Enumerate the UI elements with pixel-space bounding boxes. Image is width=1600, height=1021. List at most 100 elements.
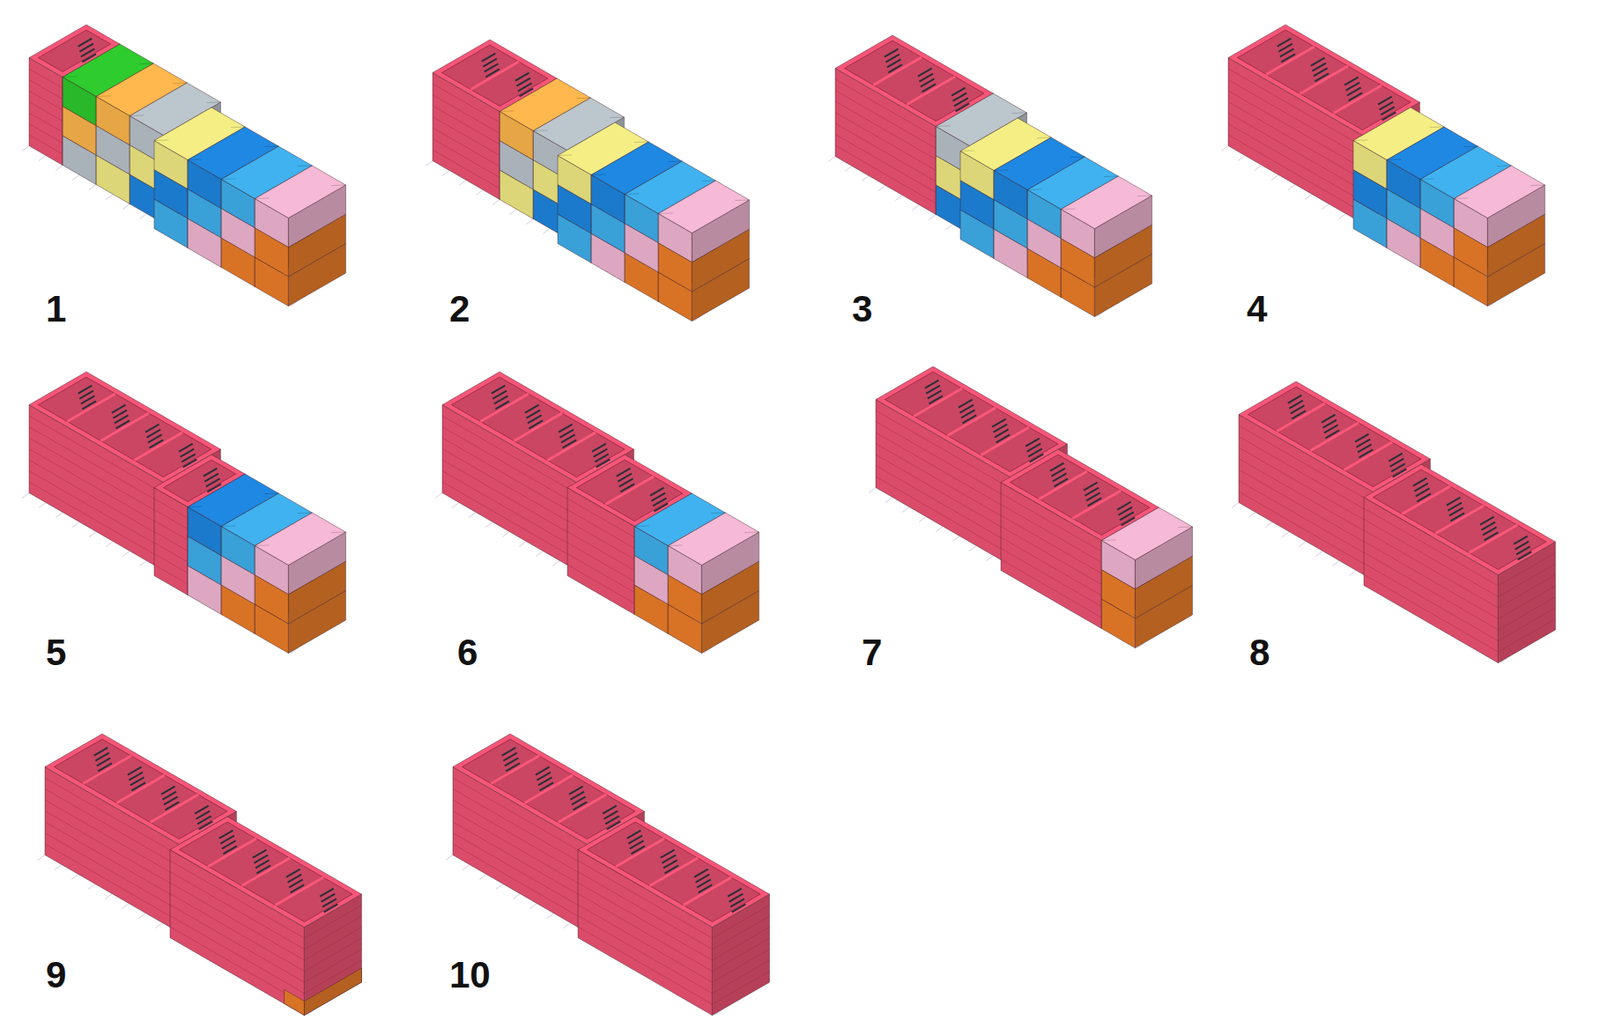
edge-line — [29, 112, 63, 133]
edge-line — [432, 117, 500, 156]
edge-line — [576, 97, 591, 100]
edge-line — [475, 190, 483, 196]
edge-line — [1221, 146, 1229, 152]
edge-line — [154, 532, 188, 552]
edge-line — [711, 971, 770, 1006]
edge-line — [1000, 526, 1102, 586]
edge-line — [667, 161, 682, 163]
stage-number: 7 — [861, 634, 882, 672]
edge-line — [29, 481, 163, 560]
edge-line — [918, 517, 926, 523]
edge-line — [1332, 561, 1340, 567]
edge-line — [835, 145, 936, 204]
edge-line — [1060, 207, 1075, 210]
edge-line — [844, 166, 852, 172]
edge-line — [1435, 505, 1484, 534]
edge-line — [29, 124, 63, 144]
edge-line — [1265, 522, 1273, 528]
edge-line — [22, 493, 30, 499]
stage-number: 6 — [457, 634, 478, 672]
edge-line — [1027, 188, 1042, 191]
edge-line — [432, 105, 500, 145]
edge-line — [129, 114, 144, 117]
edge-line — [634, 141, 649, 144]
edge-line — [29, 471, 163, 549]
block-face — [1009, 454, 1150, 536]
edge-line — [432, 127, 500, 167]
edge-line — [1231, 503, 1239, 509]
building-model — [1221, 24, 1545, 307]
edge-line — [1321, 204, 1329, 210]
edge-line — [1266, 46, 1315, 75]
block-face — [1237, 29, 1411, 131]
edge-line — [170, 916, 304, 994]
block-face — [667, 512, 759, 566]
edge-line — [442, 481, 577, 560]
edge-line — [542, 229, 550, 235]
edge-line — [154, 564, 188, 585]
edge-line — [496, 884, 504, 890]
edge-line — [969, 546, 977, 552]
edge-line — [885, 497, 893, 504]
edge-line — [1101, 539, 1116, 541]
block-face — [1372, 469, 1547, 571]
edge-line — [72, 175, 80, 181]
block-face — [1094, 254, 1152, 318]
edge-line — [241, 858, 290, 887]
edge-line — [82, 755, 132, 785]
edge-line — [221, 177, 236, 180]
block-face — [187, 565, 222, 615]
block-face — [1247, 386, 1422, 488]
edge-line — [512, 894, 520, 900]
edge-line — [1228, 134, 1363, 213]
edge-line — [567, 554, 635, 593]
building-model — [22, 371, 346, 654]
edge-line — [207, 838, 257, 867]
stage-number: 1 — [45, 290, 67, 328]
edge-line — [55, 512, 63, 519]
edge-line — [462, 865, 470, 871]
block-face — [254, 512, 346, 566]
edge-line — [154, 510, 188, 530]
edge-line — [1497, 597, 1556, 631]
block-face — [557, 214, 592, 263]
edge-line — [44, 833, 179, 912]
edge-line — [945, 224, 953, 230]
edge-line — [468, 512, 476, 519]
edge-line — [1497, 607, 1556, 642]
edge-line — [1271, 175, 1279, 181]
block-face — [1487, 244, 1545, 307]
block-face — [178, 822, 353, 923]
edge-line — [878, 185, 886, 192]
edge-line — [1281, 532, 1289, 538]
edge-line — [861, 176, 869, 182]
building-model — [425, 39, 749, 322]
edge-line — [29, 90, 63, 111]
building-model — [445, 733, 770, 1016]
edge-line — [577, 926, 712, 1005]
edge-line — [1276, 403, 1326, 432]
edge-line — [683, 877, 733, 906]
edge-line — [480, 393, 529, 423]
edge-line — [1228, 124, 1363, 202]
edge-line — [499, 110, 514, 112]
building-model — [828, 35, 1152, 318]
block-face — [96, 155, 130, 204]
edge-line — [1363, 552, 1498, 630]
edge-line — [1103, 176, 1119, 178]
block-face — [577, 816, 770, 928]
edge-line — [1429, 126, 1445, 129]
edge-line — [264, 493, 279, 496]
edge-line — [1530, 185, 1545, 187]
edge-line — [567, 564, 635, 604]
stage-number: 2 — [449, 290, 470, 328]
edge-line — [875, 466, 1010, 544]
stage-number: 4 — [1246, 290, 1267, 328]
block-face — [624, 252, 659, 302]
edge-line — [548, 432, 597, 461]
edge-line — [567, 520, 635, 560]
edge-line — [1344, 442, 1393, 471]
edge-line — [513, 413, 563, 442]
edge-line — [732, 903, 747, 912]
edge-line — [485, 522, 493, 528]
